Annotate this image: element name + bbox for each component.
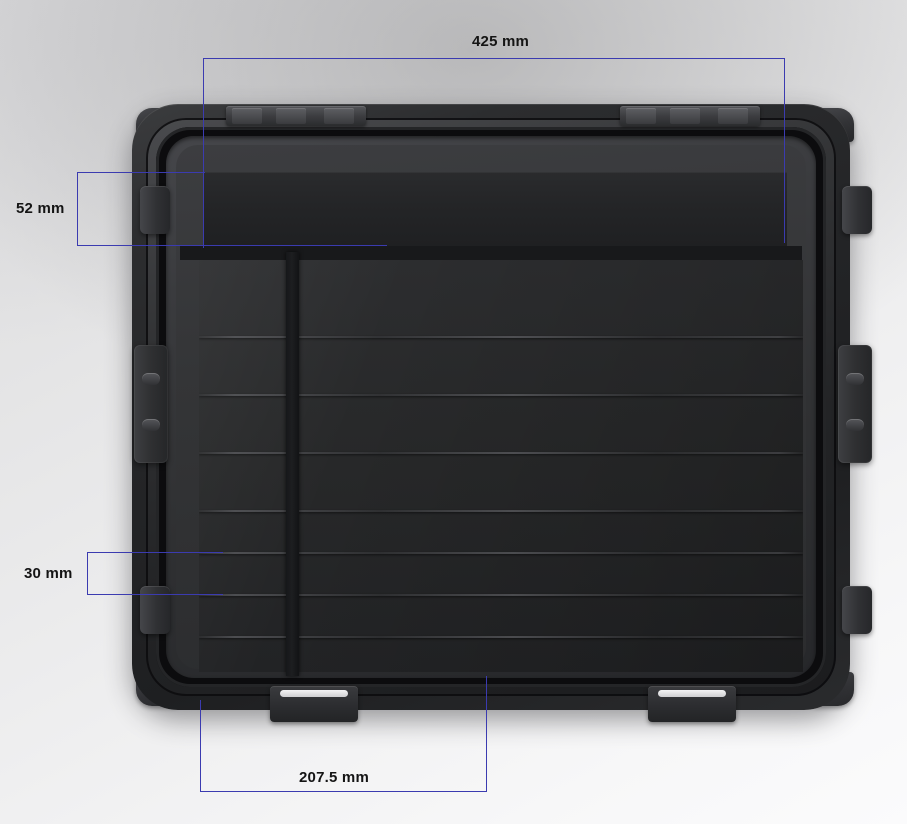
dimension-label-top-band-height: 52 mm [16, 200, 65, 217]
dimension-label-half-width: 207.5 mm [299, 769, 369, 786]
dimension-label-slat-pitch: 30 mm [24, 565, 73, 582]
hinge-knuckle [670, 108, 700, 124]
extension-line-left [200, 700, 201, 792]
handle-stud [846, 419, 864, 431]
handle-right[interactable] [838, 345, 872, 463]
latch-lip [280, 690, 348, 697]
interior-panel-gap [180, 246, 802, 260]
dimension-line [203, 58, 785, 59]
hinge-knuckle [232, 108, 262, 124]
dimension-line [77, 172, 78, 246]
side-latch-top-left[interactable] [140, 186, 170, 234]
tray-slat [199, 336, 803, 338]
tray-slat [199, 636, 803, 638]
handle-stud [142, 373, 160, 385]
side-latch-bottom-right[interactable] [842, 586, 872, 634]
handle-stud [846, 373, 864, 385]
hinge-knuckle [276, 108, 306, 124]
latch-front-right[interactable] [648, 686, 736, 722]
dimension-label-overall-width: 425 mm [472, 33, 530, 50]
hinge-knuckle [626, 108, 656, 124]
tray-slat [199, 510, 803, 512]
side-latch-top-right[interactable] [842, 186, 872, 234]
hinge-knuckle [718, 108, 748, 124]
handle-left[interactable] [134, 345, 168, 463]
interior-top-panel [203, 172, 787, 246]
latch-lip [658, 690, 726, 697]
tray-slat [199, 552, 803, 554]
dimension-line [200, 791, 486, 792]
hinge-right [620, 106, 760, 126]
extension-line-right [486, 676, 487, 792]
hinge-left [226, 106, 366, 126]
handle-stud [142, 419, 160, 431]
latch-front-left[interactable] [270, 686, 358, 722]
extension-line-bottom [77, 245, 387, 246]
extension-line-bottom [87, 594, 223, 595]
tray-slat [199, 594, 803, 596]
extension-line-left [203, 58, 204, 248]
center-divider [286, 252, 299, 676]
extension-line-top [77, 172, 205, 173]
extension-line-right [784, 58, 785, 243]
tray-slat [199, 394, 803, 396]
dimension-line [87, 552, 88, 595]
tray-slat [199, 452, 803, 454]
extension-line-top [87, 552, 223, 553]
hinge-knuckle [324, 108, 354, 124]
